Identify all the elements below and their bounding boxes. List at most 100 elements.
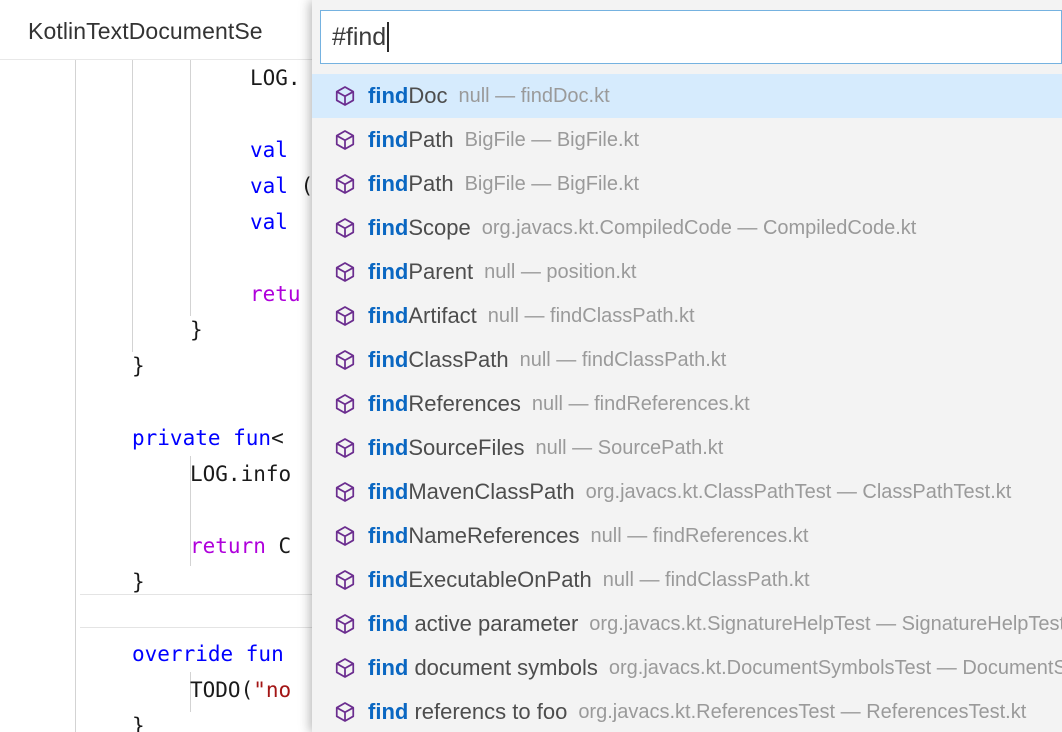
quick-open-result-row[interactable]: findSourceFiles null — SourcePath.kt <box>312 426 1062 470</box>
code-line: return C <box>0 528 291 564</box>
result-label-match: find <box>368 435 409 460</box>
code-token: LOG.info <box>190 462 292 486</box>
method-cube-icon <box>335 570 355 590</box>
code-token: "no <box>253 678 292 702</box>
code-token: < <box>271 426 284 450</box>
result-label-match: find <box>368 655 409 680</box>
result-label: find referencs to foo <box>368 699 567 725</box>
result-label: findMavenClassPath <box>368 479 575 505</box>
method-cube-icon <box>335 86 355 106</box>
quick-open-result-row[interactable]: findScope org.javacs.kt.CompiledCode — Co… <box>312 206 1062 250</box>
result-label-match: find <box>368 215 409 240</box>
result-label: find document symbols <box>368 655 598 681</box>
quick-open-result-row[interactable]: find document symbols org.javacs.kt.Docum… <box>312 646 1062 690</box>
result-label: findPath <box>368 171 454 197</box>
result-label: findDoc <box>368 83 447 109</box>
result-description: org.javacs.kt.DocumentSymbolsTest — Docu… <box>608 656 1062 679</box>
quick-open-result-row[interactable]: findMavenClassPath org.javacs.kt.ClassPat… <box>312 470 1062 514</box>
quick-open-result-row[interactable]: findClassPath null — findClassPath.kt <box>312 338 1062 382</box>
method-cube-icon <box>335 658 355 678</box>
result-label-match: find <box>368 699 409 724</box>
result-label-match: find <box>368 523 409 548</box>
code-line: } <box>0 708 145 732</box>
quick-open-result-row[interactable]: findReferences null — findReferences.kt <box>312 382 1062 426</box>
quick-open-input-wrap: #find <box>312 0 1062 72</box>
indent-guide <box>75 60 76 732</box>
code-line: private fun< <box>0 420 284 456</box>
quick-open-result-row[interactable]: findPath BigFile — BigFile.kt <box>312 118 1062 162</box>
result-label-match: find <box>368 479 409 504</box>
code-line: override fun <box>0 636 284 672</box>
result-label-rest: Doc <box>408 83 448 108</box>
result-label-rest: ClassPath <box>408 347 509 372</box>
result-label-rest: ExecutableOnPath <box>408 567 592 592</box>
result-label-match: find <box>368 303 409 328</box>
result-label-match: find <box>368 567 409 592</box>
code-token: LOG. <box>250 66 301 90</box>
quick-open-result-row[interactable]: find referencs to foo org.javacs.kt.Refer… <box>312 690 1062 732</box>
code-line: } <box>0 348 145 384</box>
result-label: findClassPath <box>368 347 509 373</box>
code-line: val <box>0 132 288 168</box>
result-label-rest: NameReferences <box>408 523 580 548</box>
code-line: val <box>0 204 288 240</box>
code-token: } <box>132 354 145 378</box>
method-cube-icon <box>335 306 355 326</box>
result-label-match: find <box>368 127 409 152</box>
indent-guide <box>190 456 191 566</box>
code-token: retu <box>250 282 301 306</box>
result-label-match: find <box>368 391 409 416</box>
result-label: findExecutableOnPath <box>368 567 592 593</box>
result-label: findSourceFiles <box>368 435 524 461</box>
result-label-rest: Scope <box>408 215 471 240</box>
result-description: null — findClassPath.kt <box>602 568 810 591</box>
result-description: null — findReferences.kt <box>531 392 750 415</box>
quick-open-result-row[interactable]: findExecutableOnPath null — findClassPath… <box>312 558 1062 602</box>
result-label: find active parameter <box>368 611 578 637</box>
result-label: findPath <box>368 127 454 153</box>
result-label: findParent <box>368 259 473 285</box>
code-token: val <box>250 174 301 198</box>
result-description: BigFile — BigFile.kt <box>464 128 640 151</box>
result-label-rest: Path <box>408 171 454 196</box>
code-token: } <box>190 318 203 342</box>
method-cube-icon <box>335 702 355 722</box>
result-description: org.javacs.kt.ReferencesTest — Reference… <box>578 700 1027 723</box>
result-description: null — findClassPath.kt <box>487 304 695 327</box>
result-label-rest: active parameter <box>408 611 579 636</box>
result-description: BigFile — BigFile.kt <box>464 172 640 195</box>
quick-open-input[interactable]: #find <box>320 10 1062 64</box>
code-token: } <box>132 714 145 732</box>
method-cube-icon <box>335 614 355 634</box>
result-label-match: find <box>368 611 409 636</box>
code-line: TODO("no <box>0 672 291 708</box>
result-description: org.javacs.kt.CompiledCode — CompiledCod… <box>481 216 917 239</box>
result-label-rest: document symbols <box>408 655 598 680</box>
code-line: } <box>0 312 203 348</box>
quick-open-input-value: #find <box>332 23 387 51</box>
code-token: val <box>250 138 288 162</box>
result-label-match: find <box>368 171 409 196</box>
result-description: org.javacs.kt.ClassPathTest — ClassPathT… <box>585 480 1012 503</box>
result-label: findReferences <box>368 391 521 417</box>
result-description: null — findClassPath.kt <box>519 348 727 371</box>
method-cube-icon <box>335 130 355 150</box>
code-line: val ( <box>0 168 313 204</box>
result-label: findNameReferences <box>368 523 580 549</box>
code-token: C <box>278 534 292 558</box>
result-label-match: find <box>368 347 409 372</box>
indent-guide <box>132 60 133 352</box>
indent-guide <box>190 672 191 712</box>
result-description: null — SourcePath.kt <box>535 436 724 459</box>
method-cube-icon <box>335 394 355 414</box>
quick-open-result-row[interactable]: findPath BigFile — BigFile.kt <box>312 162 1062 206</box>
editor-tab-title[interactable]: KotlinTextDocumentSe <box>28 18 263 44</box>
